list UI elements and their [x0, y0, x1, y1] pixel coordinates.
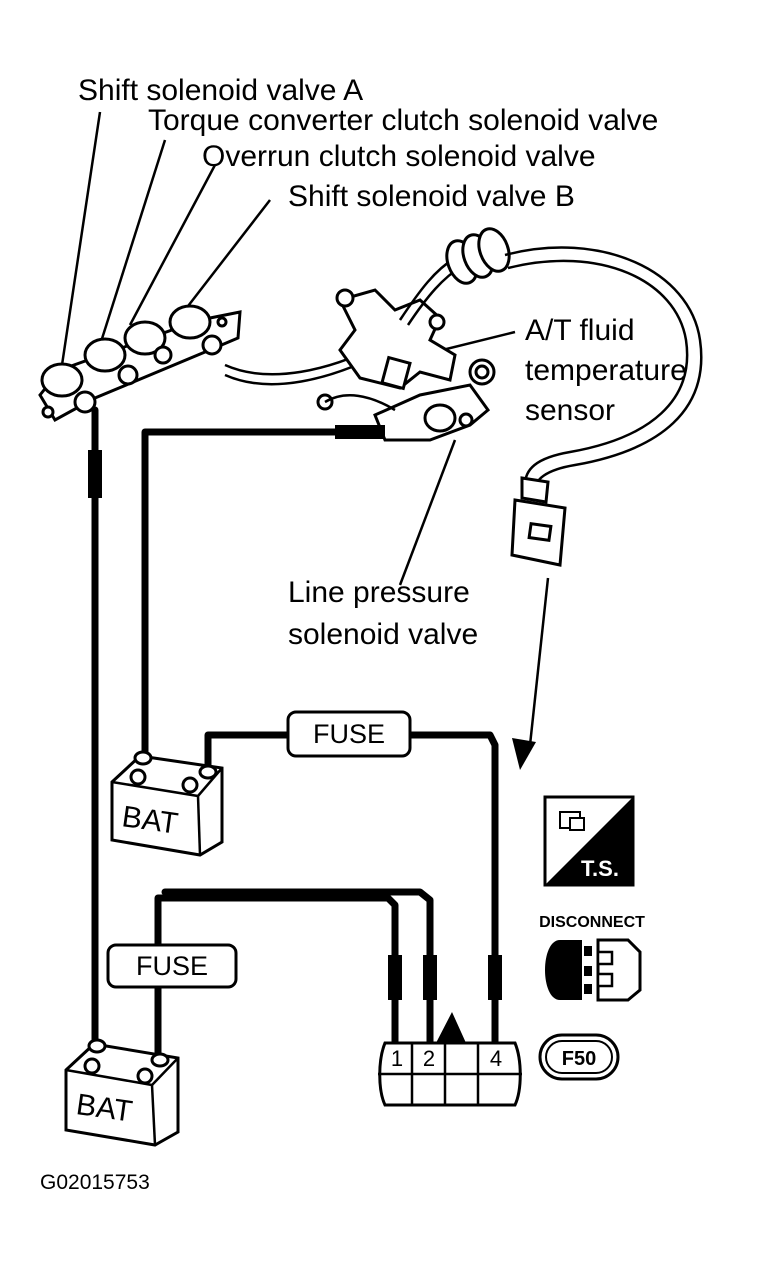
label-torque-converter-valve: Torque converter clutch solenoid valve [148, 104, 659, 137]
pin-label: 2 [423, 1046, 435, 1071]
wiring [88, 406, 502, 1064]
label-leaders [60, 111, 516, 586]
battery-bottom: BAT [64, 1038, 180, 1147]
arrow-head [512, 738, 536, 770]
solenoid-valve-assembly [38, 304, 242, 423]
svg-text:FUSE: FUSE [313, 719, 385, 749]
harness-boot [398, 227, 511, 326]
label-shift-solenoid-a: Shift solenoid valve A [78, 74, 364, 107]
svg-text:F50: F50 [562, 1048, 596, 1070]
svg-text:FUSE: FUSE [136, 951, 208, 981]
pin-label: 4 [490, 1046, 502, 1071]
fuse-bottom: FUSE [106, 943, 238, 989]
svg-text:BAT: BAT [74, 1088, 134, 1128]
connector-plug [510, 476, 567, 567]
label-overrun-clutch-valve: Overrun clutch solenoid valve [202, 140, 596, 173]
label-fluid-temp-line3: sensor [525, 394, 616, 427]
label-fluid-temp-line2: temperature [525, 354, 687, 387]
label-shift-solenoid-b: Shift solenoid valve B [288, 180, 575, 213]
connector-pin-block: 1 2 4 [378, 1012, 522, 1107]
label-fluid-temp-line1: A/T fluid [525, 314, 635, 347]
svg-text:BAT: BAT [120, 800, 180, 840]
fuse-top: FUSE [286, 710, 412, 758]
connector-code-badge: F50 [538, 1033, 620, 1081]
figure-id: G02015753 [40, 1171, 150, 1194]
pin-label: 1 [391, 1046, 403, 1071]
ts-badge: T.S. [543, 795, 635, 887]
disconnect-icon: DISCONNECT [539, 914, 645, 1002]
label-line-pressure-line2: solenoid valve [288, 618, 479, 651]
svg-text:DISCONNECT: DISCONNECT [539, 914, 645, 931]
battery-top: BAT [110, 750, 224, 857]
valve-body-cluster [316, 288, 496, 442]
label-line-pressure-line1: Line pressure [288, 576, 470, 609]
svg-text:T.S.: T.S. [581, 856, 619, 881]
